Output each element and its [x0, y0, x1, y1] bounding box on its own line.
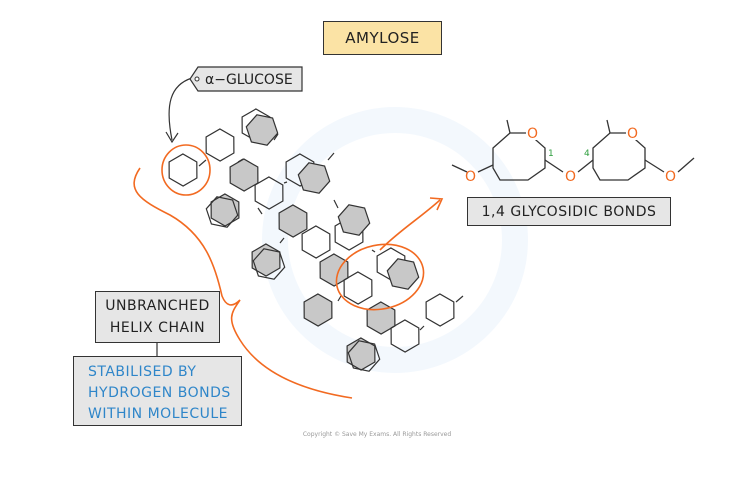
ring-bond: [371, 249, 376, 253]
alpha-glucose-tag: [189, 66, 303, 92]
glucose-ring: [425, 293, 455, 327]
ring-bond: [198, 159, 207, 167]
alpha-glucose-label: α−GLUCOSE: [205, 72, 293, 88]
ring-bond: [337, 295, 342, 302]
glucose-ring: [205, 196, 239, 228]
glucose-ring-shaded: [297, 162, 331, 194]
glycosidic-bonds-label: 1,4 GLYCOSIDIC BONDS: [481, 203, 657, 220]
ring-oxygen-left: O: [527, 126, 538, 142]
helix-label-line1: UNBRANCHED: [105, 298, 210, 314]
ring-bond: [237, 158, 244, 163]
glucose-ring: [205, 128, 235, 162]
link-oxygen-middle: O: [565, 169, 576, 185]
helix-label-line2: HELIX CHAIN: [109, 320, 206, 336]
helix-chain-box: UNBRANCHED HELIX CHAIN: [95, 291, 220, 343]
glucose-ring-shaded: [210, 193, 240, 227]
glucose-ring: [252, 248, 286, 280]
ring-bond: [455, 295, 464, 303]
carbon-one-label: 1: [548, 149, 554, 159]
page-title: AMYLOSE: [345, 29, 420, 47]
stabilised-box: STABILISED BY HYDROGEN BONDS WITHIN MOLE…: [73, 356, 242, 426]
glucose-ring: [347, 340, 381, 372]
ring-bond: [327, 152, 335, 161]
tag-pointer: [168, 77, 193, 141]
structure-arrow: [379, 199, 441, 251]
glucose-ring-shaded: [319, 253, 349, 287]
link-oxygen-left: O: [465, 169, 476, 185]
ring-bond: [283, 181, 288, 184]
glucose-ring: [168, 153, 198, 187]
carbon-four-label: 4: [584, 149, 590, 159]
stabilised-line1: STABILISED BY: [88, 364, 197, 380]
ring-bond: [273, 133, 279, 141]
stabilised-line3: WITHIN MOLECULE: [88, 406, 229, 422]
ring-bond: [333, 199, 339, 209]
disaccharide-structure: [451, 119, 695, 181]
glucose-ring-shaded: [229, 158, 259, 192]
glucose-ring: [390, 319, 420, 353]
glucose-ring-shaded: [386, 258, 420, 290]
structure-arrow-head: [429, 197, 444, 211]
glucose-ring-shaded: [278, 204, 308, 238]
helix-brace: [133, 167, 353, 399]
ring-oxygen-right: O: [627, 126, 638, 142]
copyright-notice: Copyright © Save My Exams. All Rights Re…: [302, 431, 452, 438]
ring-bond: [419, 325, 425, 331]
glucose-ring: [285, 153, 315, 187]
ring-bond: [279, 237, 285, 244]
alpha-glucose-highlight: [161, 144, 211, 196]
ring-bond: [257, 207, 263, 215]
glucose-ring-shaded: [303, 293, 333, 327]
title-box: AMYLOSE: [323, 21, 442, 55]
watermark-logo: [262, 107, 528, 373]
glucose-ring: [301, 225, 331, 259]
glycosidic-bonds-box: 1,4 GLYCOSIDIC BONDS: [467, 197, 671, 226]
tag-hole: [194, 76, 200, 82]
glucose-ring: [254, 176, 284, 210]
glucose-ring-shaded: [337, 204, 371, 236]
link-oxygen-right: O: [665, 169, 676, 185]
glycosidic-bond-highlight: [335, 243, 425, 311]
tag-pointer-head: [165, 131, 179, 144]
amylose-helix: [168, 108, 464, 372]
glucose-ring: [343, 271, 373, 305]
glucose-ring-shaded: [245, 114, 279, 146]
stabilised-line2: HYDROGEN BONDS: [88, 385, 231, 401]
